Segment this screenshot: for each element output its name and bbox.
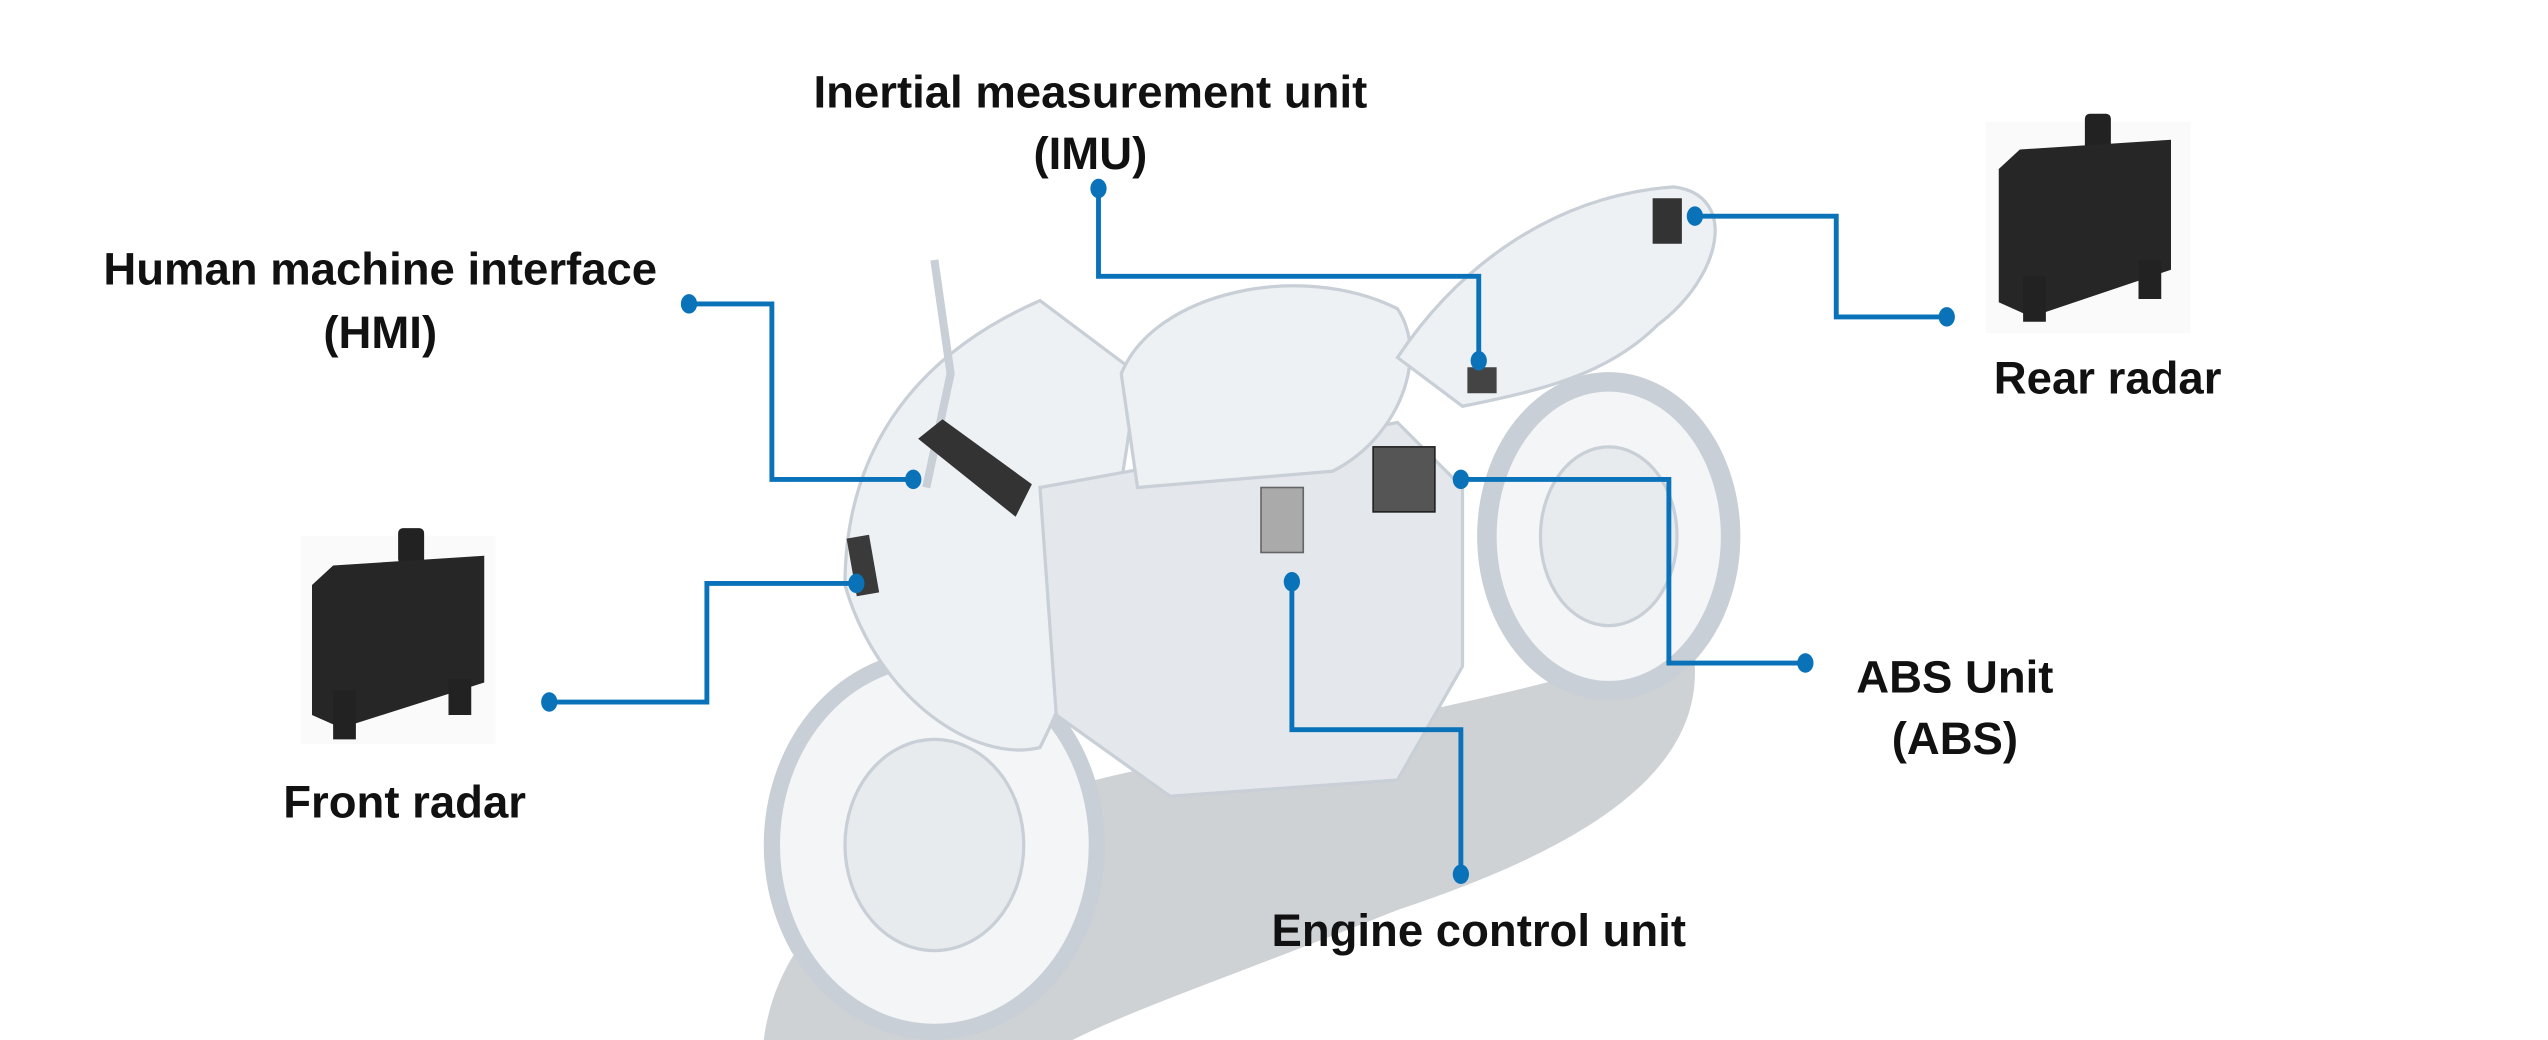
hmi-callout-line <box>689 301 914 482</box>
abs-label-line1: ABS Unit <box>1856 651 2053 702</box>
callout-lines <box>549 188 1947 875</box>
imu-label-line1: Inertial measurement unit <box>814 66 1368 117</box>
rear-radar-product-image <box>1985 113 2191 334</box>
hmi-label-line1: Human machine interface <box>103 243 657 294</box>
rear-radar-callout-line <box>1694 213 1947 320</box>
hmi-label-line2: (HMI) <box>323 307 437 358</box>
abs-callout-line <box>1460 476 1806 666</box>
frame <box>1038 420 1465 798</box>
imu-callout-line <box>1096 188 1482 361</box>
imu-label-line2: (IMU) <box>1034 128 1148 179</box>
front-radar-callout-line <box>549 580 857 705</box>
engine-control-unit <box>1260 486 1305 554</box>
callout-dots <box>541 178 1955 884</box>
abs-label-line2: (ABS) <box>1892 713 2018 764</box>
rear-radar-sensor <box>1652 198 1682 244</box>
fuel-tank <box>1119 284 1412 490</box>
ecu-label: Engine control unit <box>1271 905 1686 956</box>
rear-radar-label: Rear radar <box>1994 352 2222 403</box>
front-radar-product-image <box>300 528 496 745</box>
ecu-callout-line <box>1289 581 1464 875</box>
abs-unit <box>1372 446 1436 513</box>
hmi-display <box>918 419 1032 517</box>
front-radar-label: Front radar <box>283 776 526 827</box>
imu-sensor <box>1467 367 1497 394</box>
